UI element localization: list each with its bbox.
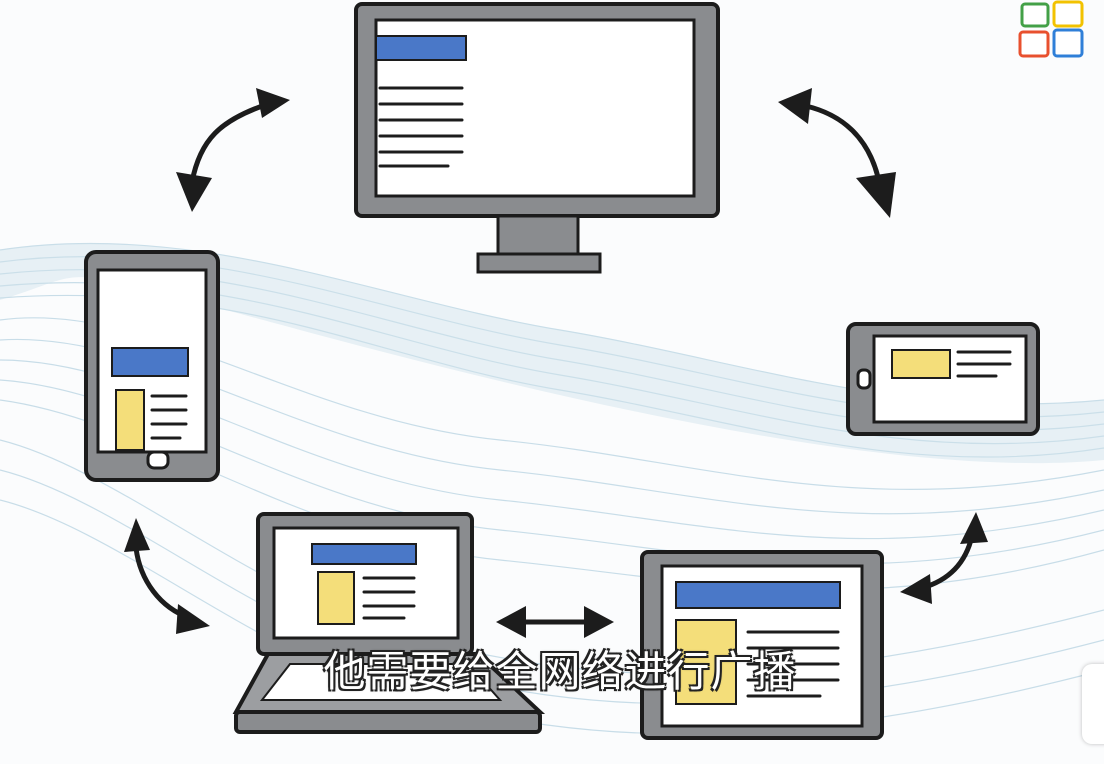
side-panel-tab[interactable]: [1082, 664, 1104, 744]
four-color-grid-logo-icon: [1018, 0, 1084, 58]
arrowhead-icon: [256, 88, 290, 118]
double-arrow-icon: [803, 103, 883, 189]
arrowhead-icon: [176, 172, 212, 212]
arrowhead-icon: [960, 512, 988, 544]
wave-band: [0, 243, 1104, 464]
arrowhead-icon: [584, 606, 614, 638]
arrowhead-icon: [496, 606, 526, 638]
laptop-icon: [232, 512, 546, 734]
double-arrow-icon: [189, 101, 271, 185]
tablet-landscape-icon: [846, 322, 1040, 436]
arrowhead-icon: [856, 172, 896, 218]
video-subtitle: 他需要给全网络进行广播: [323, 647, 797, 696]
arrowhead-icon: [176, 604, 210, 634]
tablet-portrait-icon: [84, 250, 220, 482]
arrowhead-icon: [124, 518, 150, 552]
large-tablet-icon: [640, 550, 884, 740]
arrowhead-icon: [900, 574, 932, 604]
arrowhead-icon: [778, 88, 812, 124]
desktop-monitor-icon: [354, 2, 720, 274]
